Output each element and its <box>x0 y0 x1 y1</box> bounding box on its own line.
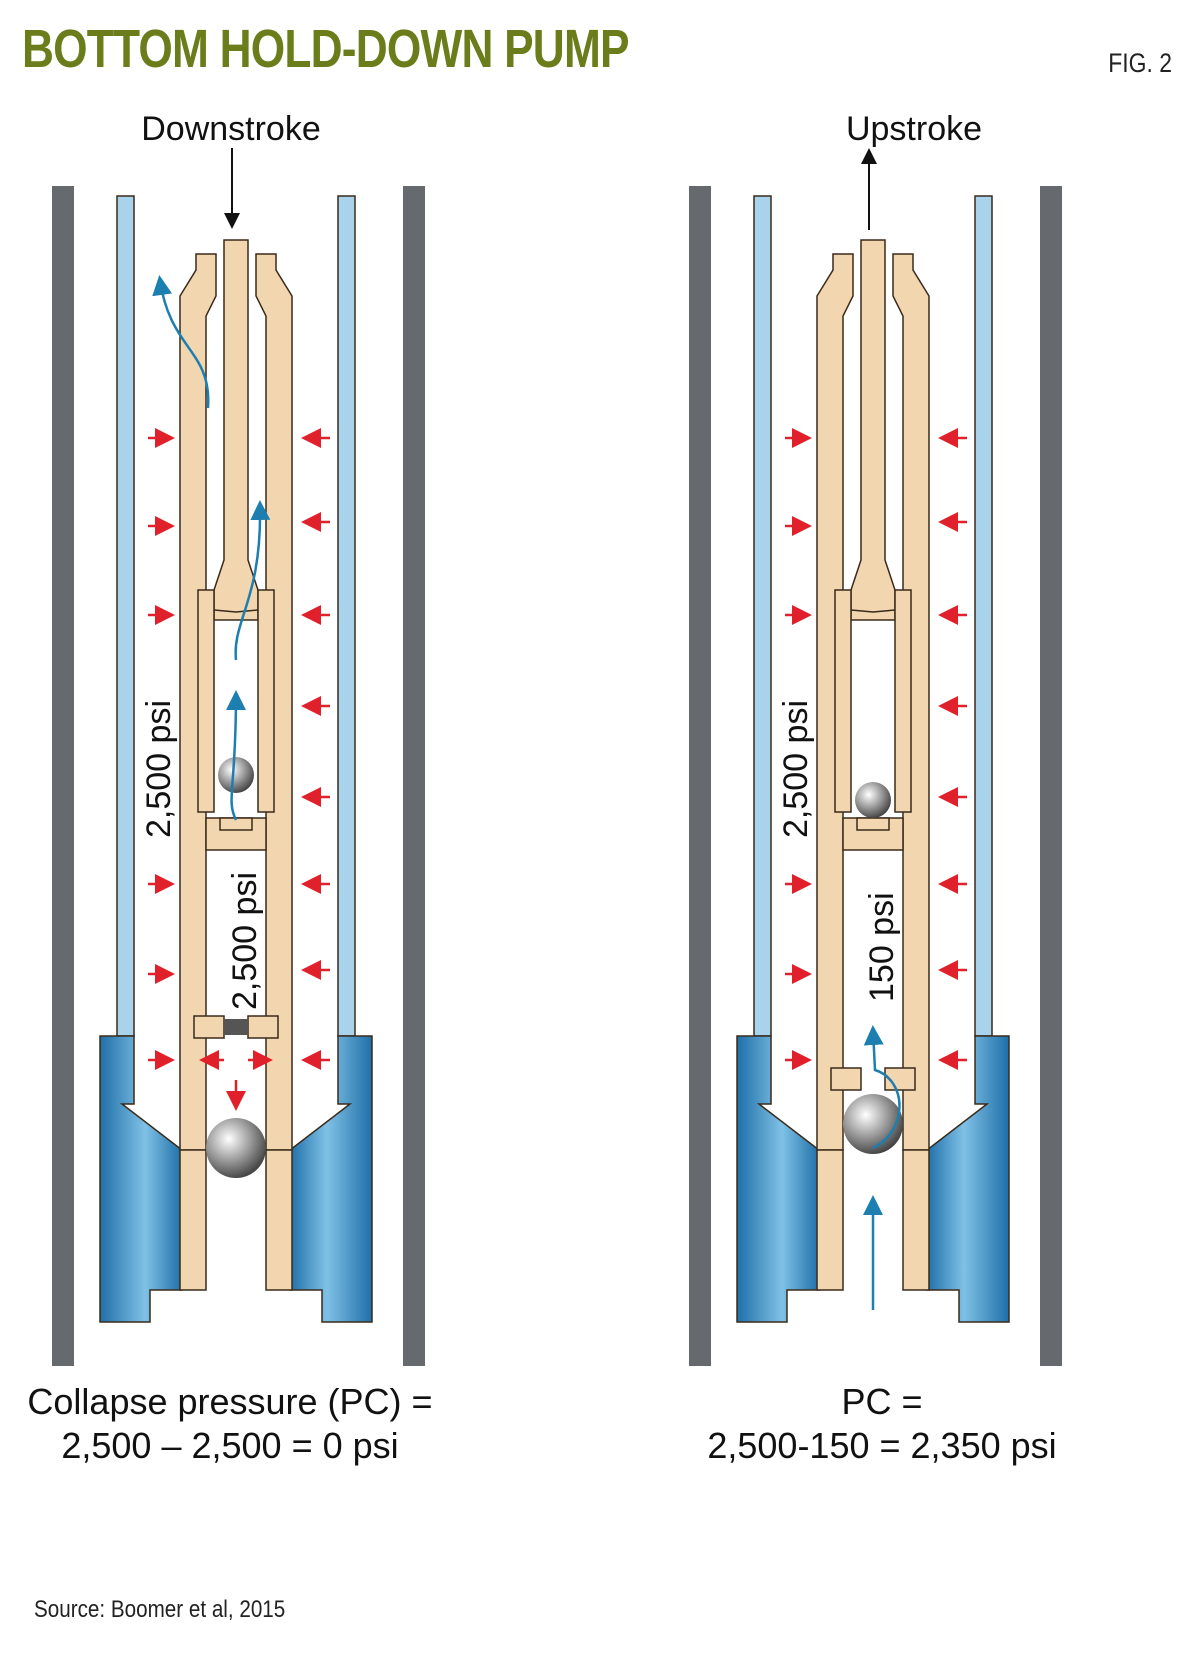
source-note: Source: Boomer et al, 2015 <box>34 1596 286 1623</box>
right-pump-assembly: 2,500 psi 150 psi <box>688 148 1063 1367</box>
right-formula-line2: 2,500-150 = 2,350 psi <box>707 1425 1057 1466</box>
right-formula-line1: PC = <box>841 1381 923 1422</box>
right-pressure-arrows <box>785 428 967 1070</box>
right-formula: PC = 2,500-150 = 2,350 psi <box>622 1380 1142 1468</box>
left-formula-line2: 2,500 – 2,500 = 0 psi <box>61 1425 399 1466</box>
downstroke-label: Downstroke <box>141 110 321 148</box>
upstroke-label: Upstroke <box>845 110 983 148</box>
left-standing-ball <box>206 1118 266 1178</box>
left-annulus-pressure: 2,500 psi <box>140 700 178 838</box>
left-pump-assembly: 2,500 psi 2,500 psi <box>51 148 426 1367</box>
right-annulus-pressure: 2,500 psi <box>777 700 815 838</box>
left-formula-line1: Collapse pressure (PC) = <box>27 1381 433 1422</box>
left-traveling-ball <box>218 757 254 793</box>
diagram-title: BOTTOM HOLD-DOWN PUMP <box>22 19 630 79</box>
figure-label: FIG. 2 <box>1108 48 1172 78</box>
left-formula: Collapse pressure (PC) = 2,500 – 2,500 =… <box>0 1380 490 1468</box>
left-barrel-pressure: 2,500 psi <box>226 872 264 1010</box>
left-pressure-arrows <box>148 428 330 1111</box>
right-barrel-pressure: 150 psi <box>863 892 901 1002</box>
right-standing-ball <box>843 1094 903 1154</box>
right-traveling-ball <box>855 782 891 818</box>
left-plunger-rod <box>213 239 259 621</box>
